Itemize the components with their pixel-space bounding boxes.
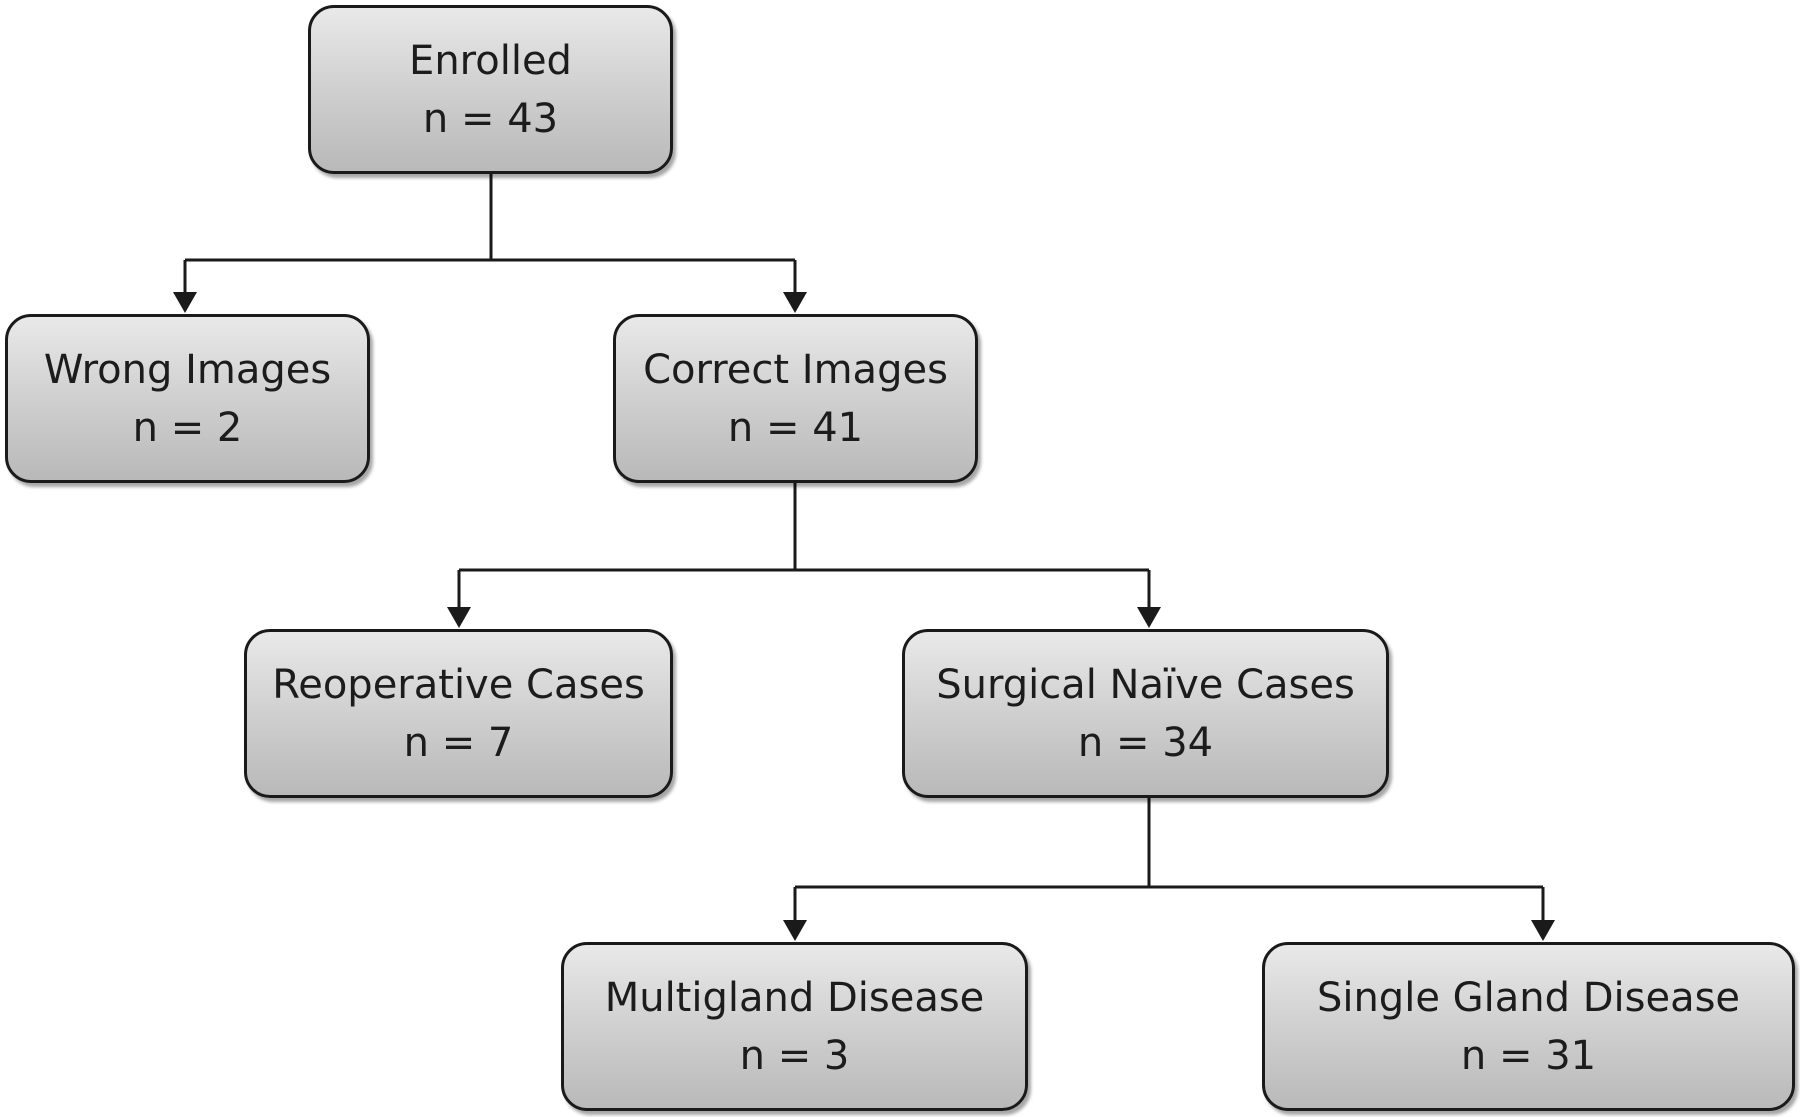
arrowhead-correct-images bbox=[783, 292, 807, 313]
node-reoperative-cases: Reoperative Cases n = 7 bbox=[244, 629, 673, 798]
node-surgical-naive-cases: Surgical Naïve Cases n = 34 bbox=[902, 629, 1389, 798]
node-enrolled-count: n = 43 bbox=[422, 95, 559, 142]
node-enrolled-label: Enrolled bbox=[409, 37, 572, 84]
node-enrolled: Enrolled n = 43 bbox=[308, 5, 673, 174]
node-multigland-disease: Multigland Disease n = 3 bbox=[561, 942, 1028, 1111]
node-wrong-images-count: n = 2 bbox=[132, 404, 243, 451]
arrowhead-reoperative-cases bbox=[447, 607, 471, 628]
node-multigland-disease-count: n = 3 bbox=[739, 1032, 850, 1079]
node-correct-images-label: Correct Images bbox=[643, 346, 948, 393]
arrowhead-multigland-disease bbox=[783, 920, 807, 941]
node-reoperative-cases-label: Reoperative Cases bbox=[272, 661, 645, 708]
arrowhead-surgical-naive-cases bbox=[1137, 607, 1161, 628]
node-correct-images-count: n = 41 bbox=[727, 404, 864, 451]
node-single-gland-disease-label: Single Gland Disease bbox=[1316, 974, 1741, 1021]
arrowhead-wrong-images bbox=[173, 292, 197, 313]
node-reoperative-cases-count: n = 7 bbox=[403, 719, 514, 766]
node-correct-images: Correct Images n = 41 bbox=[613, 314, 978, 483]
node-surgical-naive-cases-count: n = 34 bbox=[1077, 719, 1214, 766]
node-wrong-images-label: Wrong Images bbox=[43, 346, 332, 393]
node-surgical-naive-cases-label: Surgical Naïve Cases bbox=[936, 661, 1355, 708]
node-single-gland-disease-count: n = 31 bbox=[1460, 1032, 1597, 1079]
node-wrong-images: Wrong Images n = 2 bbox=[5, 314, 370, 483]
node-single-gland-disease: Single Gland Disease n = 31 bbox=[1262, 942, 1795, 1111]
arrowhead-single-gland-disease bbox=[1531, 920, 1555, 941]
node-multigland-disease-label: Multigland Disease bbox=[604, 974, 985, 1021]
